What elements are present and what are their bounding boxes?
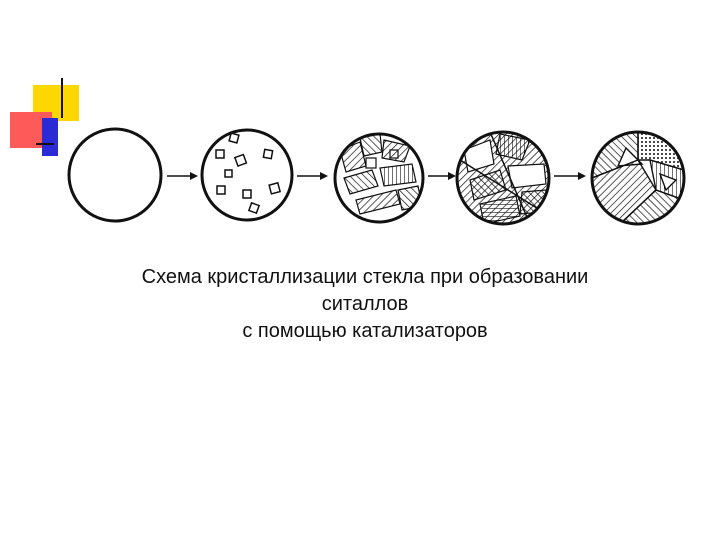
stage-1-empty-circle [67,127,163,223]
stage-3-growing-crystals-circle [333,132,425,224]
caption-line-1: Схема кристаллизации стекла при образова… [141,266,589,288]
right-arrow-icon [428,172,456,180]
right-arrow-icon [167,172,198,180]
right-arrow-icon [554,172,586,180]
stage-2-nuclei-circle [200,128,294,222]
stage-4-dense-crystals-circle [455,130,551,226]
decor-blue-bar [42,118,58,156]
diagram-caption: Схема кристаллизации стекла при образова… [60,264,670,345]
decor-horizontal-line [36,143,54,145]
decor-vertical-line [61,78,63,118]
stage-5-crystallized-grains-circle [590,130,686,226]
caption-line-2: ситаллов [321,293,409,315]
caption-line-3: с помощью катализаторов [242,320,488,342]
right-arrow-icon [297,172,328,180]
crystallization-diagram [67,127,686,226]
